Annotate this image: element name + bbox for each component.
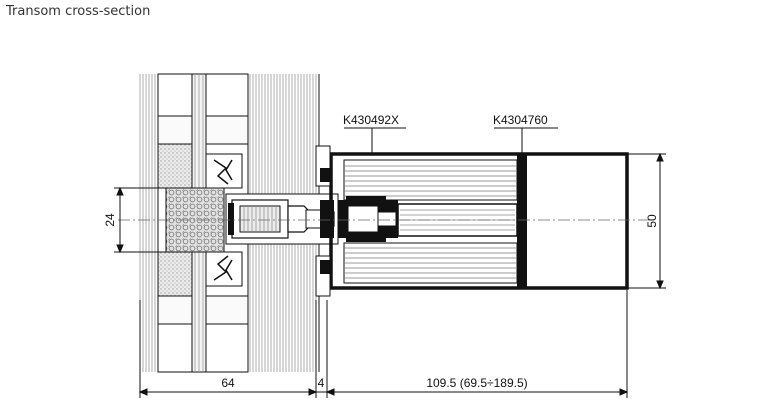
connector-assembly <box>225 193 339 245</box>
dimension-label-64: 64 <box>221 376 235 390</box>
dimension-label-24: 24 <box>103 213 117 227</box>
transom-profile <box>315 145 629 297</box>
callout-right-profile: K4304760 <box>493 113 548 127</box>
dimension-label-4: 4 <box>318 376 325 390</box>
dimension-label-transom: 109.5 (69.5÷189.5) <box>426 376 527 390</box>
dimension-bottom <box>138 290 629 398</box>
dimension-height-right <box>627 152 666 290</box>
callout-leaders <box>344 127 558 156</box>
page-title: Transom cross-section <box>6 4 151 19</box>
callout-left-profile: K430492X <box>343 113 399 127</box>
dimension-label-50: 50 <box>645 214 659 228</box>
dimension-height-left <box>114 186 170 254</box>
